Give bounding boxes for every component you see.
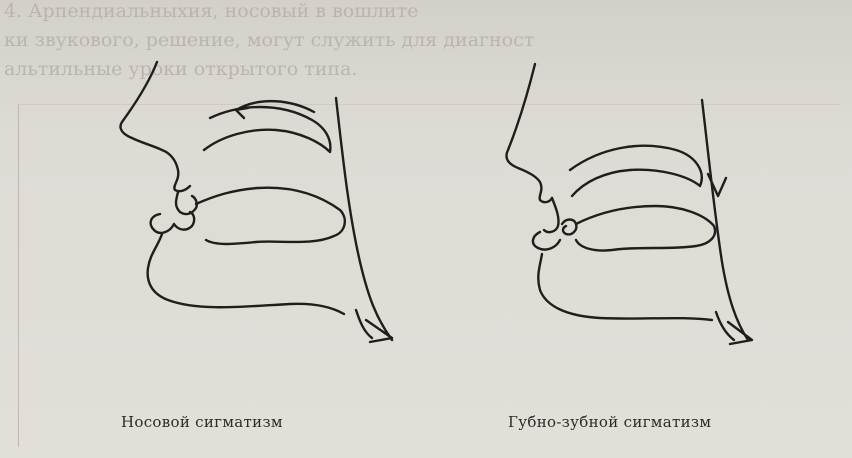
right-palate (570, 146, 702, 196)
left-face-profile (120, 62, 190, 191)
left-nasal-arrowhead (236, 108, 248, 118)
left-larynx (356, 310, 392, 342)
right-lip-contact (562, 220, 576, 235)
right-tongue (576, 206, 715, 251)
left-palate (204, 107, 330, 152)
left-tongue (196, 188, 345, 244)
labiodental-sigmatism-diagram (506, 64, 752, 344)
left-chin-jaw (148, 234, 344, 314)
caption-nasal-sigmatism: Носовой сигматизм (121, 413, 283, 431)
right-face-profile (506, 64, 552, 202)
left-upper-lip (176, 192, 197, 214)
right-chin-jaw (538, 254, 712, 320)
right-lower-lip (533, 232, 560, 250)
caption-labiodental-sigmatism: Губно-зубной сигматизм (508, 413, 711, 431)
nasal-sigmatism-diagram (120, 62, 392, 342)
